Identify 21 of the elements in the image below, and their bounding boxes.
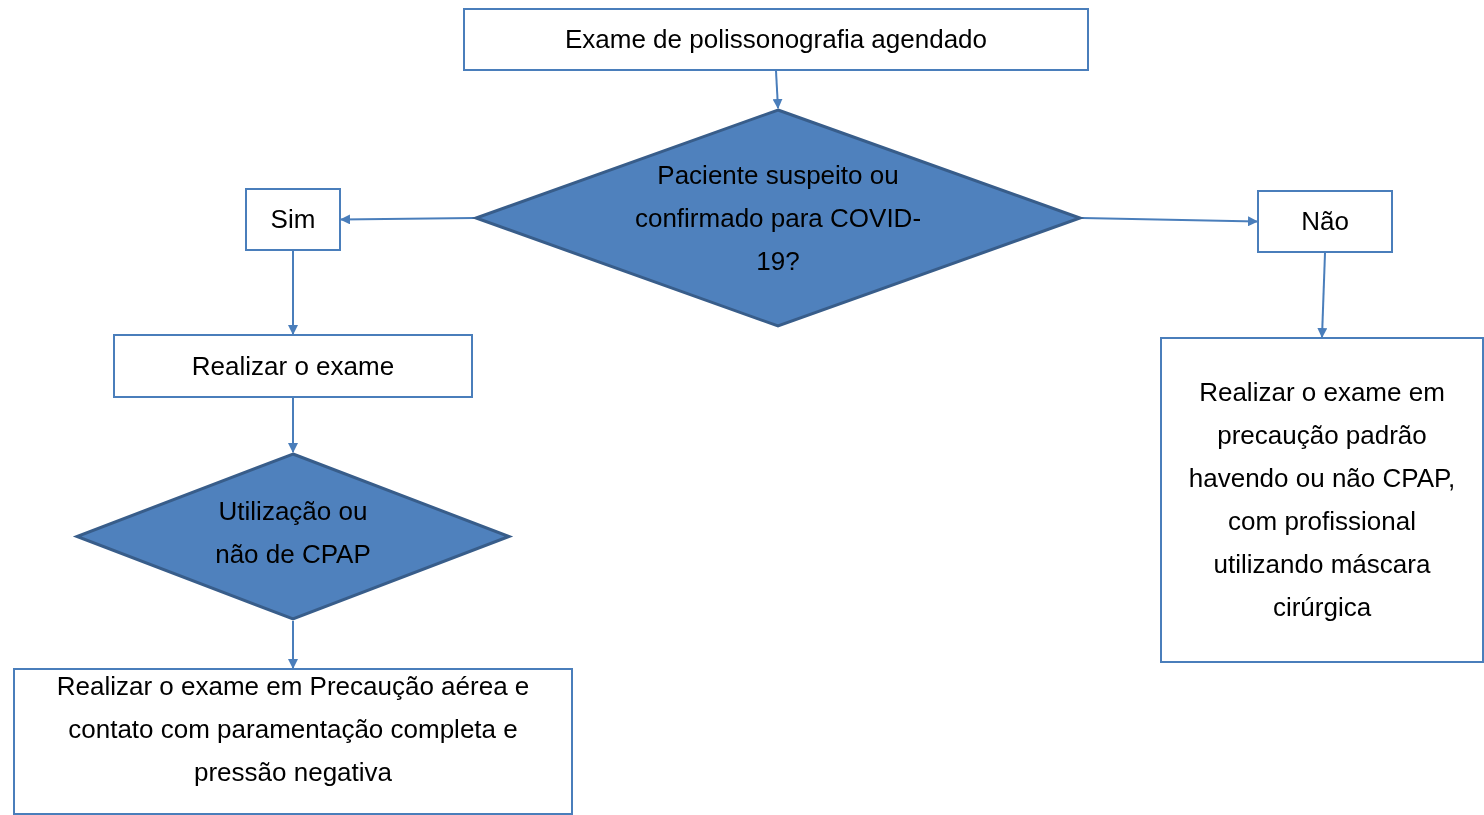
process-text: Realizar o exame em precaução padrão havendo ou não CPAP, com profissional utilizando máscara cirúrgica [1187, 376, 1457, 624]
process-text: Realizar o exame em Precaução aérea e contato com paramentação completa e pressão negativa [55, 670, 531, 789]
process-box [113, 334, 473, 398]
arrow [340, 214, 475, 225]
process-text: Realizar o exame [191, 349, 395, 383]
arrow [1081, 216, 1258, 227]
decision-text: Paciente suspeito ou confirmado para COVID-19? [633, 158, 923, 278]
process-box [463, 8, 1089, 71]
process-box [1160, 337, 1484, 663]
arrow [288, 250, 298, 335]
arrow [288, 397, 298, 453]
arrow [1317, 252, 1328, 338]
decision-text: Utilização ou não de CPAP [214, 494, 372, 571]
process-box [13, 668, 573, 815]
process-text: Não [1301, 205, 1349, 238]
process-box [1257, 190, 1393, 253]
arrow [288, 620, 298, 669]
process-text: Sim [270, 203, 316, 236]
process-box [245, 188, 341, 251]
process-text: Exame de polissonografia agendado [564, 23, 988, 56]
arrow [772, 70, 783, 109]
